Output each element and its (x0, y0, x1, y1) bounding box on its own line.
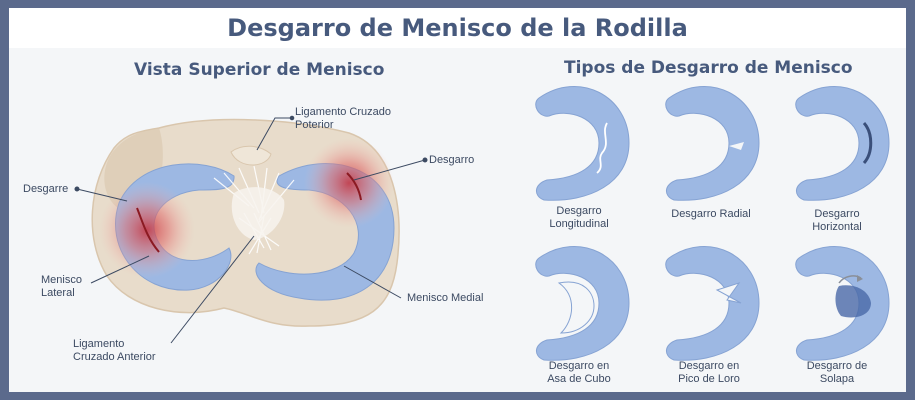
caption-type-3: Desgarro Horizontal (777, 208, 897, 234)
lateral-tear-mark (136, 207, 160, 253)
caption-type-2-line1: Desgarro Radial (671, 208, 751, 220)
label-menisco-lateral: Menisco Lateral (41, 274, 82, 300)
caption-type-5-line1: Desgarro en (678, 360, 740, 372)
caption-type-3-line1: Desgarro (814, 208, 860, 220)
infographic-frame: Desgarro de Menisco de la Rodilla (9, 8, 906, 392)
label-menisco-medial: Menisco Medial (407, 292, 484, 304)
tear-type-2-radial (665, 86, 760, 201)
caption-type-1: Desgarro Longitudinal (519, 205, 639, 231)
label-menisco-lateral-line1: Menisco (41, 274, 82, 286)
label-lca-line2: Cruzado Anterior (73, 351, 156, 363)
label-lcp-line1: Ligamento Cruzado (295, 106, 392, 118)
caption-type-1-line2: Longitudinal (549, 218, 609, 230)
caption-type-4-line2: Asa de Cubo (547, 373, 611, 385)
left-section-title: Vista Superior de Menisco (134, 60, 385, 80)
tear-type-1-longitudinal (535, 86, 630, 201)
label-desgarre: Desgarre (23, 183, 69, 195)
caption-type-5: Desgarro en Pico de Loro (649, 360, 769, 386)
label-lca-line1: Ligamento (73, 338, 125, 350)
tear-type-4-bucket-handle (535, 246, 630, 361)
medial-tear-glow (304, 138, 394, 228)
illustration-layer (74, 86, 890, 361)
caption-type-6-line2: Solapa (819, 373, 855, 385)
posterior-notch (230, 145, 272, 166)
knee-top-view (91, 118, 400, 327)
leader-lines (74, 115, 428, 344)
right-section-title: Tipos de Desgarro de Menisco (564, 58, 853, 78)
caption-type-3-line2: Horizontal (812, 221, 862, 233)
caption-type-2: Desgarro Radial (651, 208, 771, 221)
caption-type-5-line2: Pico de Loro (678, 373, 740, 385)
medial-tear-mark (346, 172, 362, 201)
page-title: Desgarro de Menisco de la Rodilla (227, 14, 688, 42)
caption-type-1-line1: Desgarro (556, 205, 602, 217)
label-lcp: Ligamento Cruzado Poterior (295, 106, 391, 132)
tear-type-6-flap (795, 246, 890, 361)
label-lcp-line2: Poterior (295, 119, 334, 131)
tear-type-3-horizontal (795, 86, 890, 201)
caption-type-6: Desgarro de Solapa (777, 360, 897, 386)
cruciate-center (231, 187, 285, 240)
label-menisco-lateral-line2: Lateral (41, 287, 75, 299)
tear-type-5-parrot-beak (665, 246, 760, 361)
caption-type-4: Desgarro en Asa de Cubo (519, 360, 639, 386)
caption-type-4-line1: Desgarro en (548, 360, 610, 372)
title-bar: Desgarro de Menisco de la Rodilla (9, 8, 906, 48)
caption-type-6-line1: Desgarro de (806, 360, 868, 372)
lateral-tear-glow (99, 182, 195, 278)
label-lca: Ligamento Cruzado Anterior (73, 338, 156, 364)
label-desgarro: Desgarro (429, 154, 475, 166)
